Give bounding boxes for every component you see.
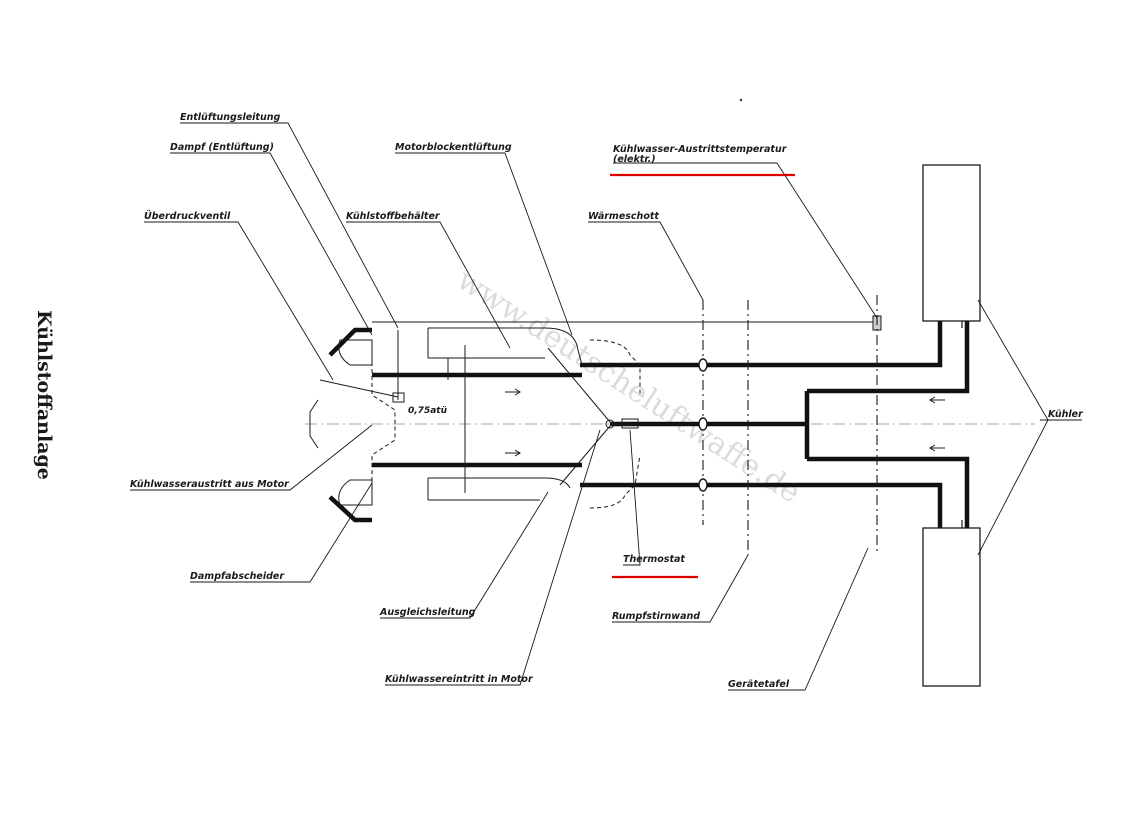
label-ausgleichsleitung: Ausgleichsleitung [379,607,476,618]
label-austrittstemperatur-elektr: (elektr.) [613,154,656,165]
label-rumpfstirnwand: Rumpfstirnwand [612,611,700,622]
label-austrittstemperatur: Kühlwasser-Austrittstemperatur [613,144,788,155]
labels: Entlüftungsleitung Dampf (Entlüftung) Üb… [130,112,1084,690]
label-kuehler: Kühler [1048,409,1084,420]
title-group: Kühlstoffanlage [33,310,55,480]
label-kuehlstoffbehaelter: Kühlstoffbehälter [346,211,441,222]
diagram-title: Kühlstoffanlage [33,310,55,480]
label-kuehlwassereintritt: Kühlwassereintritt in Motor [385,674,534,685]
label-kuehlwasseraustritt: Kühlwasseraustritt aus Motor [130,479,290,490]
radiator-group [922,164,981,687]
label-geraetetafel: Gerätetafel [728,679,790,690]
label-motorblockentlueftung: Motorblockentlüftung [395,142,512,153]
radiator-top [922,164,981,322]
label-ueberdruckventil: Überdruckventil [144,211,231,222]
bulkheads [698,295,878,555]
label-atue: 0,75atü [408,406,448,416]
highlight-underlines [610,173,795,579]
label-thermostat: Thermostat [623,554,685,565]
leader-lines [130,122,1082,691]
label-waermeschott: Wärmeschott [588,211,659,222]
speck [739,98,743,102]
label-entlueftungsleitung: Entlüftungsleitung [180,112,280,123]
label-dampf-entlueftung: Dampf (Entlüftung) [170,142,274,153]
label-dampfabscheider: Dampfabscheider [190,571,285,582]
radiator-bottom [922,527,981,687]
